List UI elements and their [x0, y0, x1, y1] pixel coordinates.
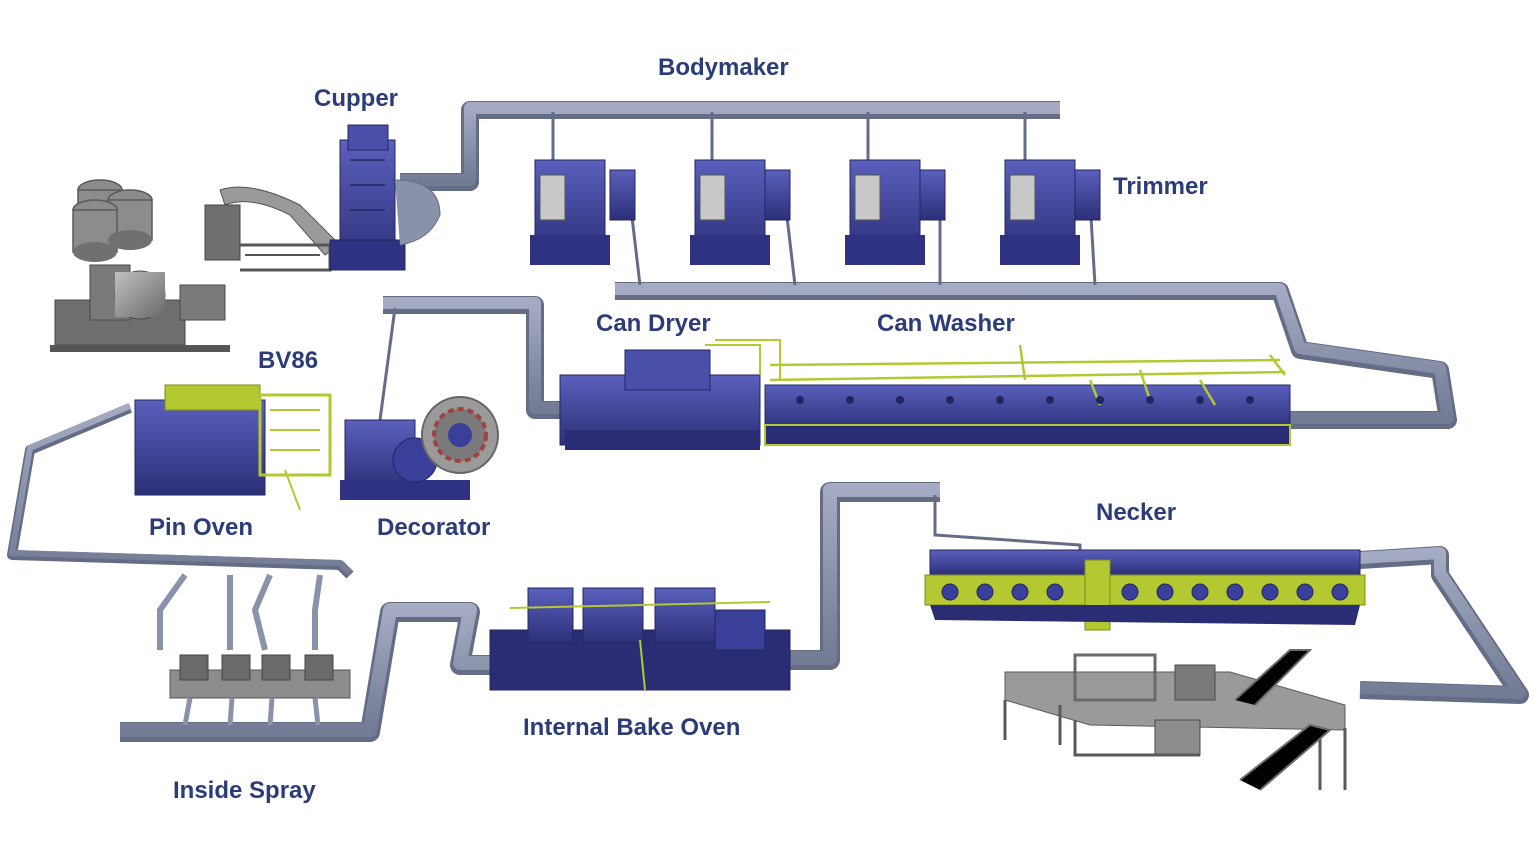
- conveyor-dryer-infeed-top: [383, 297, 565, 414]
- decorator-machine: [340, 396, 499, 500]
- pin-oven-machine: [134, 384, 332, 511]
- uncoiler: [50, 264, 230, 352]
- conveyor-spray-to-bake-top: [120, 603, 500, 737]
- cupper-machine: [329, 124, 441, 271]
- bodymaker-3: [845, 159, 946, 265]
- label-internal-bake-oven: Internal Bake Oven: [523, 714, 741, 741]
- decorator-feed-line: [378, 307, 397, 421]
- coil-feeder: [204, 186, 341, 272]
- conveyor-trimmer-outfeed-top: [615, 283, 1454, 424]
- internal-bake-oven-machine: [489, 587, 791, 691]
- label-can-washer: Can Washer: [877, 310, 1015, 337]
- coil-storage: [72, 179, 153, 262]
- inside-spray-machines: [157, 573, 351, 726]
- bodymaker-feed-drops: [551, 112, 1027, 160]
- bodymaker-1: [530, 159, 636, 265]
- label-pin-oven: Pin Oven: [149, 514, 254, 541]
- label-bodymaker: Bodymaker: [658, 54, 789, 81]
- label-inside-spray: Inside Spray: [173, 777, 316, 804]
- can-washer-machine: [764, 344, 1291, 446]
- label-bv86: BV86: [258, 347, 319, 374]
- label-trimmer: Trimmer: [1113, 173, 1208, 200]
- conveyor-necker-outfeed-top: [1359, 547, 1526, 699]
- label-can-dryer: Can Dryer: [596, 310, 711, 337]
- label-decorator: Decorator: [377, 514, 491, 541]
- can-dryer-machine: [559, 339, 781, 450]
- conveyor-bake-to-necker-top: [785, 483, 940, 665]
- label-cupper: Cupper: [314, 85, 398, 112]
- bodymaker-4: [1000, 159, 1101, 265]
- palletizer-platform: [1003, 649, 1347, 791]
- bodymaker-2: [690, 159, 791, 265]
- conveyor-bake-to-necker: [785, 482, 940, 670]
- label-necker: Necker: [1096, 499, 1177, 526]
- conveyor-cupper-to-bodymaker-top: [400, 102, 1060, 186]
- necker-machine: [924, 549, 1366, 631]
- bodymaker-row: [530, 159, 1101, 265]
